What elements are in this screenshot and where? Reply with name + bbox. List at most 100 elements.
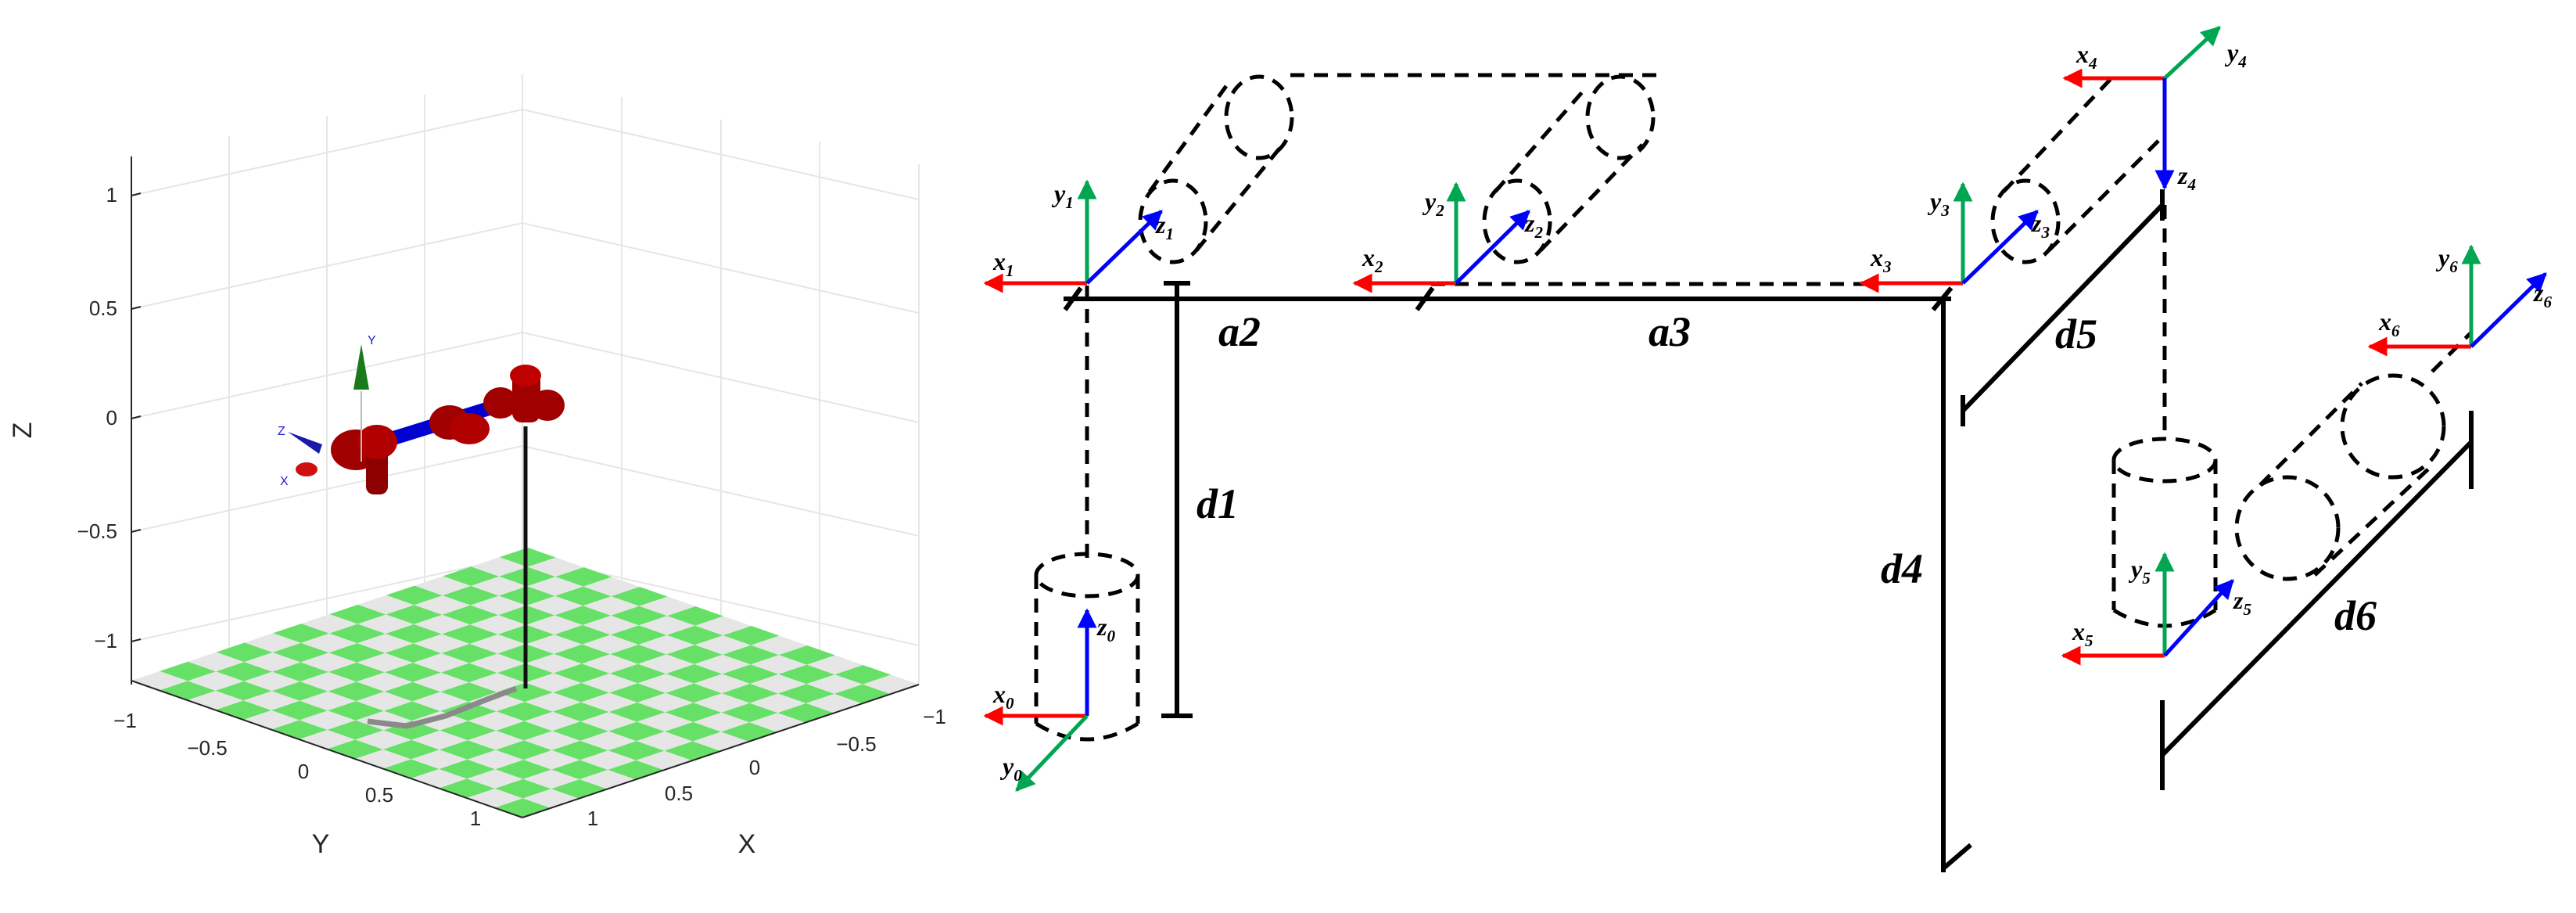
frame-1 xyxy=(983,179,1163,293)
floor-tile xyxy=(523,769,579,789)
floor-tile xyxy=(526,653,582,674)
label-y3: y3 xyxy=(1927,187,1950,220)
frame-2 xyxy=(1352,182,1530,293)
y-axis-title: Y xyxy=(312,829,330,859)
x-tick-label: 0.5 xyxy=(665,782,693,805)
y-tick-label: 0.5 xyxy=(365,783,393,807)
x-axis-title: X xyxy=(738,829,756,859)
floor-tile xyxy=(636,731,693,751)
floor-tile xyxy=(411,730,468,750)
floor-tile xyxy=(750,674,807,694)
floor-tile xyxy=(271,700,328,721)
floor-tile xyxy=(581,673,638,693)
robot-joint xyxy=(530,390,565,421)
z-tick-label: −0.5 xyxy=(77,519,117,543)
floor-tile xyxy=(357,595,414,615)
label-x4: x4 xyxy=(2076,40,2097,73)
floor-tile xyxy=(468,692,525,712)
z-ticks: 1 0.5 0 −0.5 −1 xyxy=(77,183,142,652)
z-tick-label: 1 xyxy=(106,183,117,207)
floor-tile xyxy=(551,760,608,780)
floor-tile xyxy=(583,596,640,616)
floor-tile xyxy=(471,576,527,596)
floor-tile xyxy=(299,729,356,749)
floor-tile xyxy=(579,731,637,751)
floor-tile xyxy=(440,682,497,702)
floor-tile xyxy=(751,635,808,656)
floor-tile xyxy=(441,624,498,644)
z-tick-label: 0.5 xyxy=(89,297,117,320)
robot-joint xyxy=(366,448,388,494)
floor-tile xyxy=(382,759,439,778)
floor-tile xyxy=(777,684,834,703)
floor-tile xyxy=(666,625,723,645)
floor-tile xyxy=(722,664,779,684)
floor-tile xyxy=(721,703,778,723)
floor-tile xyxy=(469,653,526,673)
floor-tile xyxy=(495,740,552,760)
floor-tile xyxy=(610,625,667,645)
label-x1: x1 xyxy=(992,247,1014,280)
robot-arm: Y Z X xyxy=(278,334,565,494)
floor-tile xyxy=(411,768,468,789)
floor-tile xyxy=(328,662,385,682)
floor-tile xyxy=(551,740,608,760)
floor-tile xyxy=(159,681,216,700)
floor-tile xyxy=(329,624,386,644)
robot-joint xyxy=(510,365,541,386)
floor-tile xyxy=(215,681,272,701)
floor-tile xyxy=(413,653,470,673)
label-y1: y1 xyxy=(1051,179,1074,212)
floor-tile xyxy=(439,759,496,779)
floor-tile xyxy=(442,585,499,606)
floor-tile xyxy=(750,655,807,674)
floor-tile xyxy=(131,670,188,691)
floor-tile xyxy=(666,683,722,703)
floor-tile xyxy=(496,721,553,741)
floor-tile xyxy=(723,645,779,665)
frame-4 xyxy=(2062,26,2221,190)
floor-tile xyxy=(327,720,384,740)
robot-joint xyxy=(357,425,397,459)
floor-tile xyxy=(694,616,752,636)
plot3d: 1 0.5 0 −0.5 −1 −1 −0.5 0 0.5 1 −1 −0.5 … xyxy=(8,74,946,859)
x-tick-label: −0.5 xyxy=(836,732,876,756)
floor-tile xyxy=(414,595,471,615)
floor-tile xyxy=(555,567,612,587)
floor-tile xyxy=(524,731,580,750)
floor-tile xyxy=(412,672,469,692)
dimension-a3: a3 xyxy=(1649,308,1691,355)
floor-tile xyxy=(749,693,806,714)
floor-tile xyxy=(526,615,583,635)
floor-tile xyxy=(580,692,637,712)
frame-6 xyxy=(2367,244,2547,357)
floor-tile xyxy=(242,710,300,730)
floor-tile xyxy=(582,634,639,655)
dimension-d1: d1 xyxy=(1197,480,1239,527)
floor-tile xyxy=(694,654,751,674)
floor-tile xyxy=(386,605,443,624)
label-z2: z2 xyxy=(1524,209,1543,242)
floor-tile xyxy=(608,702,666,722)
floor-tile xyxy=(300,652,357,672)
floor-tile xyxy=(355,730,412,749)
frame-y-arrow xyxy=(353,344,369,390)
floor-tile xyxy=(439,721,497,741)
floor-tile xyxy=(354,749,411,769)
floor-tile xyxy=(271,720,328,739)
floor-tile xyxy=(639,596,696,616)
floor-tile xyxy=(300,633,357,653)
label-x3: x3 xyxy=(1870,243,1892,276)
floor-tile xyxy=(470,615,526,634)
floor-tile xyxy=(526,634,583,654)
y-ticks: −1 −0.5 0 0.5 1 xyxy=(113,709,481,830)
floor-tile xyxy=(524,711,581,731)
floor-tile xyxy=(243,691,300,710)
label-x5: x5 xyxy=(2072,617,2093,650)
frame-z-arrow xyxy=(288,432,322,454)
floor-tile xyxy=(187,671,244,691)
floor-tile xyxy=(608,721,666,742)
floor-tile xyxy=(554,586,612,606)
floor-tile xyxy=(243,671,300,692)
